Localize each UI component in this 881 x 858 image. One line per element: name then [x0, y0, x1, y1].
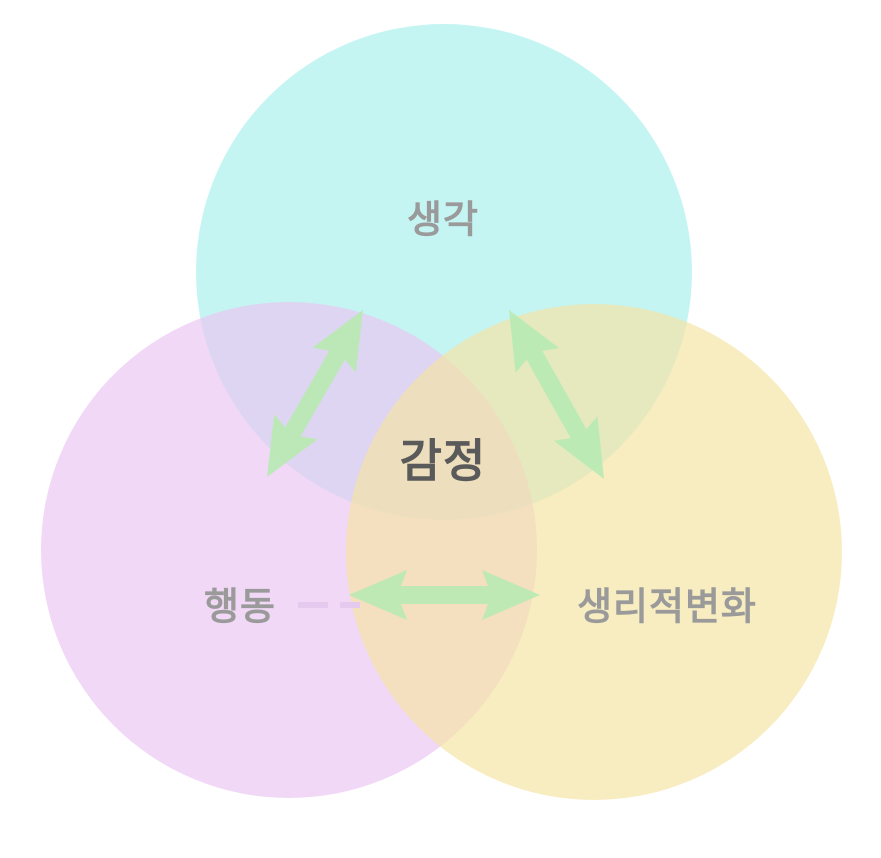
thought-physio-arrow — [509, 310, 604, 479]
circle-group — [41, 24, 842, 800]
thought-label: 생각 — [407, 197, 479, 242]
physio-circle — [346, 304, 842, 800]
behavior-physio-arrow — [349, 570, 540, 620]
thought-behavior-arrow — [267, 310, 363, 477]
emotion-center-label: 감정 — [399, 434, 487, 488]
arrow-group — [267, 310, 604, 620]
physio-change-label: 생리적변화 — [577, 584, 757, 629]
behavior-label: 행동 — [204, 584, 276, 629]
